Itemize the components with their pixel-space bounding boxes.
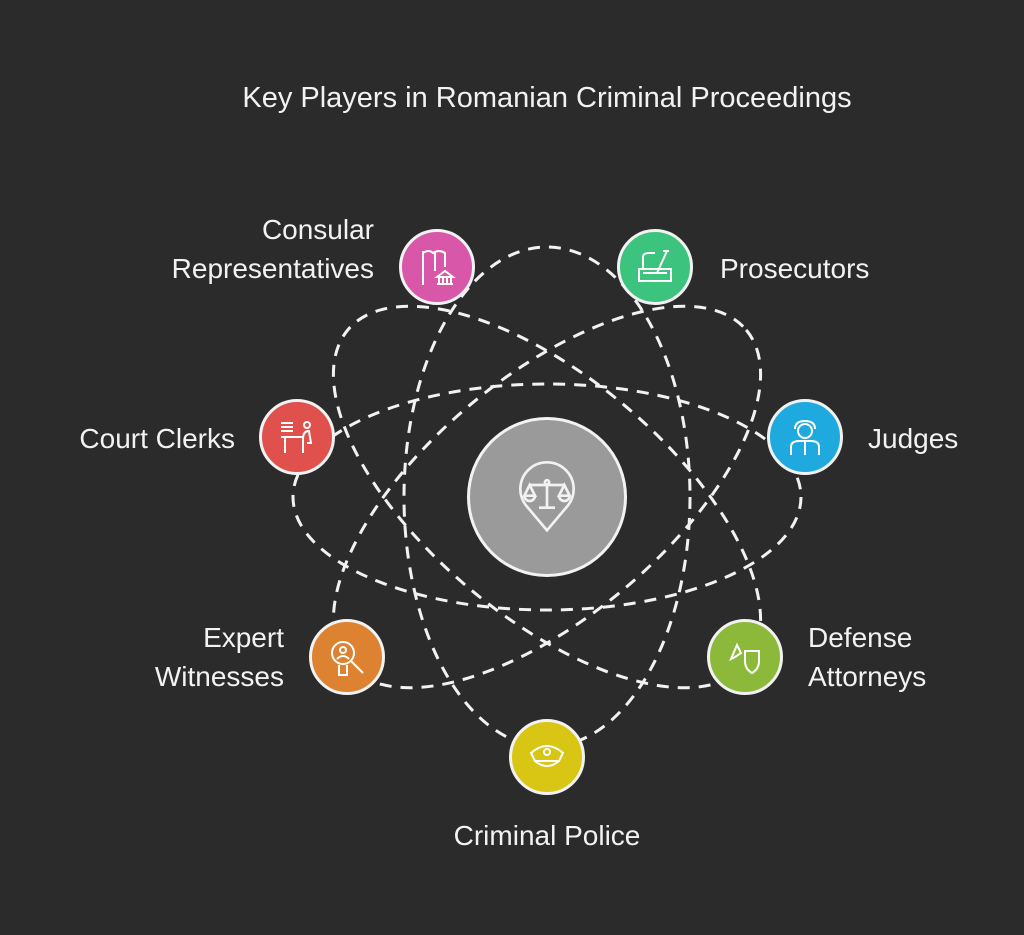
orbit-ellipse bbox=[402, 245, 692, 749]
node-consular-representatives bbox=[399, 229, 475, 305]
node-expert-witnesses bbox=[309, 619, 385, 695]
shield-icon bbox=[729, 642, 760, 675]
label-criminal-police: Criminal Police bbox=[453, 820, 641, 851]
magnifier-person-icon bbox=[331, 641, 364, 676]
node-court-clerks bbox=[259, 399, 335, 475]
clerk-desk-icon bbox=[281, 421, 313, 453]
label-judges: Judges bbox=[868, 423, 959, 454]
desk-pen-icon bbox=[638, 250, 672, 282]
label-prosecutors: Prosecutors bbox=[720, 253, 870, 284]
judge-icon bbox=[790, 419, 820, 455]
orbit-ellipse bbox=[291, 382, 803, 612]
center-hub bbox=[467, 417, 627, 577]
node-prosecutors bbox=[617, 229, 693, 305]
flag-building-icon bbox=[422, 250, 456, 285]
scales-pin-icon bbox=[519, 461, 575, 533]
police-cap-icon bbox=[529, 745, 565, 767]
node-defense-attorneys bbox=[707, 619, 783, 695]
node-criminal-police bbox=[509, 719, 585, 795]
node-judges bbox=[767, 399, 843, 475]
label-court-clerks: Court Clerks bbox=[79, 423, 235, 454]
diagram-title: Key Players in Romanian Criminal Proceed… bbox=[242, 82, 852, 114]
